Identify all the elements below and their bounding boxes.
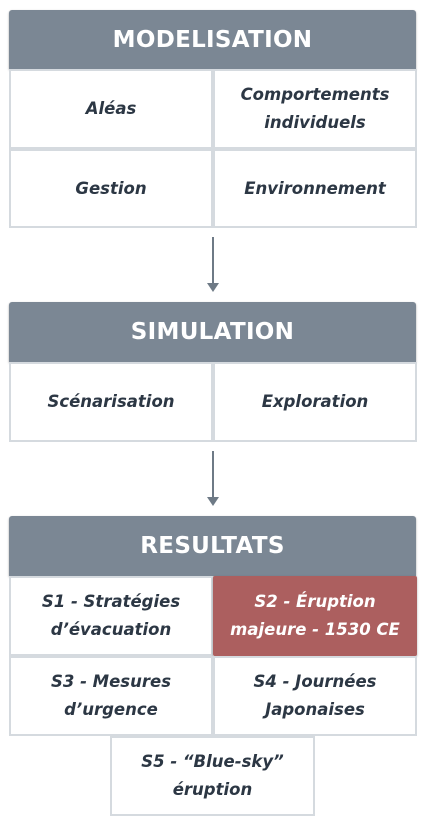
modelisation-item-comportements: Comportements individuels bbox=[213, 69, 417, 149]
resultats-item-s5: S5 - “Blue-sky” éruption bbox=[110, 736, 315, 816]
resultats-item-s2-highlighted: S2 - Éruption majeure - 1530 CE bbox=[213, 576, 417, 656]
modelisation-item-aleas: Aléas bbox=[9, 69, 213, 149]
modelisation-header: MODELISATION bbox=[9, 10, 416, 69]
arrow-down-icon bbox=[207, 237, 219, 292]
modelisation-item-gestion: Gestion bbox=[9, 149, 213, 228]
arrow-down-icon bbox=[207, 451, 219, 506]
modelisation-item-environnement: Environnement bbox=[213, 149, 417, 228]
resultats-item-s1: S1 - Stratégies d’évacuation bbox=[9, 576, 213, 656]
simulation-item-exploration: Exploration bbox=[213, 362, 417, 442]
simulation-header: SIMULATION bbox=[9, 302, 416, 362]
simulation-item-scenarisation: Scénarisation bbox=[9, 362, 213, 442]
resultats-item-s4: S4 - Journées Japonaises bbox=[213, 656, 417, 736]
resultats-header: RESULTATS bbox=[9, 516, 416, 576]
resultats-item-s3: S3 - Mesures d’urgence bbox=[9, 656, 213, 736]
